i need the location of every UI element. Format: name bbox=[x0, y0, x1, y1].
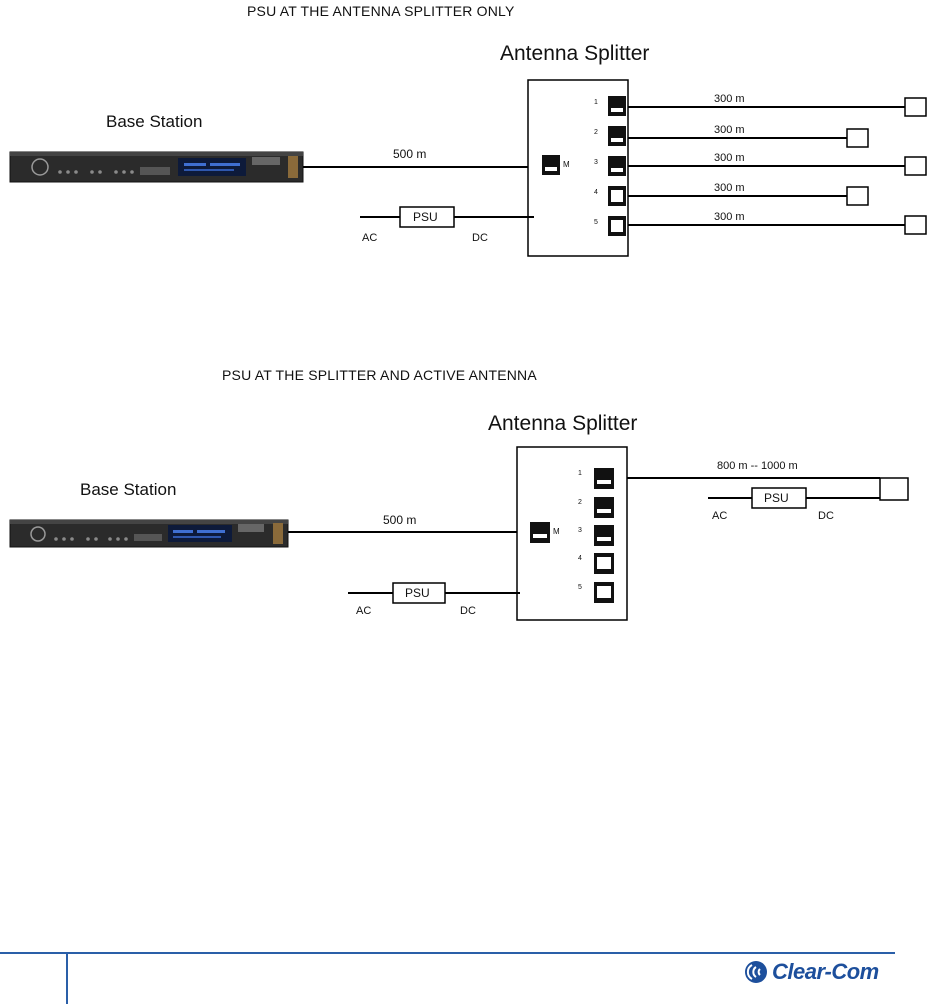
diagram1-master-port-label: M bbox=[563, 160, 570, 169]
diagram2-port-3 bbox=[594, 525, 614, 546]
diagram1-base-station-device bbox=[10, 152, 303, 182]
diagram2-antenna-dc-label: DC bbox=[818, 510, 834, 522]
diagram1-antenna-3 bbox=[905, 157, 926, 175]
diagram1-port-1 bbox=[608, 96, 626, 116]
clear-com-logo-icon bbox=[742, 959, 770, 987]
diagram2-antenna-ac-label: AC bbox=[712, 510, 727, 522]
diagram2-port-number-1: 1 bbox=[578, 470, 582, 477]
diagram1-master-port bbox=[542, 155, 560, 175]
diagram1-cable-length-2: 300 m bbox=[714, 124, 745, 136]
diagram2-port-4 bbox=[594, 553, 614, 574]
diagram2-port-number-3: 3 bbox=[578, 527, 582, 534]
diagram1-cable-length-1: 300 m bbox=[714, 93, 745, 105]
diagram1-antenna-5 bbox=[905, 216, 926, 234]
diagram2-base-station-label: Base Station bbox=[80, 480, 176, 500]
diagram1-cable-length-3: 300 m bbox=[714, 152, 745, 164]
diagram2-dc-label: DC bbox=[460, 605, 476, 617]
diagram1-port-4 bbox=[608, 186, 626, 206]
diagram2-active-antenna bbox=[880, 478, 908, 500]
diagram2-antenna-psu-label: PSU bbox=[764, 491, 789, 505]
diagram1-antenna-1 bbox=[905, 98, 926, 116]
diagram2-master-port bbox=[530, 522, 550, 543]
diagram1-port-number-2: 2 bbox=[594, 129, 598, 136]
diagram2-port-number-5: 5 bbox=[578, 584, 582, 591]
diagram2-psu-label: PSU bbox=[405, 586, 430, 600]
clear-com-logo: Clear-Com bbox=[742, 957, 898, 987]
diagram2-port-2 bbox=[594, 497, 614, 518]
diagram2-port-5 bbox=[594, 582, 614, 603]
diagram2-port-number-4: 4 bbox=[578, 555, 582, 562]
diagram1-psu-label: PSU bbox=[413, 210, 438, 224]
diagram1-port-number-4: 4 bbox=[594, 189, 598, 196]
diagram2-main-cable-length: 500 m bbox=[383, 513, 416, 527]
diagram1-port-5 bbox=[608, 216, 626, 236]
footer-divider bbox=[66, 954, 68, 1004]
diagram2-master-port-label: M bbox=[553, 527, 560, 536]
diagram2-port-number-2: 2 bbox=[578, 499, 582, 506]
diagram1-port-number-5: 5 bbox=[594, 219, 598, 226]
diagram1-port-2 bbox=[608, 126, 626, 146]
diagram1-ac-label: AC bbox=[362, 232, 377, 244]
diagram1-cable-length-5: 300 m bbox=[714, 211, 745, 223]
diagram2-splitter-title: Antenna Splitter bbox=[488, 412, 637, 436]
diagram1-main-cable-length: 500 m bbox=[393, 147, 426, 161]
diagram1-antenna-4 bbox=[847, 187, 868, 205]
diagram2-caption: PSU AT THE SPLITTER AND ACTIVE ANTENNA bbox=[222, 367, 537, 383]
diagram2-ac-label: AC bbox=[356, 605, 371, 617]
clear-com-logo-text: Clear-Com bbox=[772, 959, 879, 985]
diagram1-cable-length-4: 300 m bbox=[714, 182, 745, 194]
diagram1-port-number-1: 1 bbox=[594, 99, 598, 106]
diagram1-port-3 bbox=[608, 156, 626, 176]
diagram1-dc-label: DC bbox=[472, 232, 488, 244]
diagram1-port-number-3: 3 bbox=[594, 159, 598, 166]
diagram2-long-cable-length: 800 m -- 1000 m bbox=[717, 460, 798, 472]
footer-rule bbox=[0, 952, 895, 954]
diagram1-antenna-2 bbox=[847, 129, 868, 147]
diagram2-base-station-device bbox=[10, 520, 288, 547]
diagram2-port-1 bbox=[594, 468, 614, 489]
